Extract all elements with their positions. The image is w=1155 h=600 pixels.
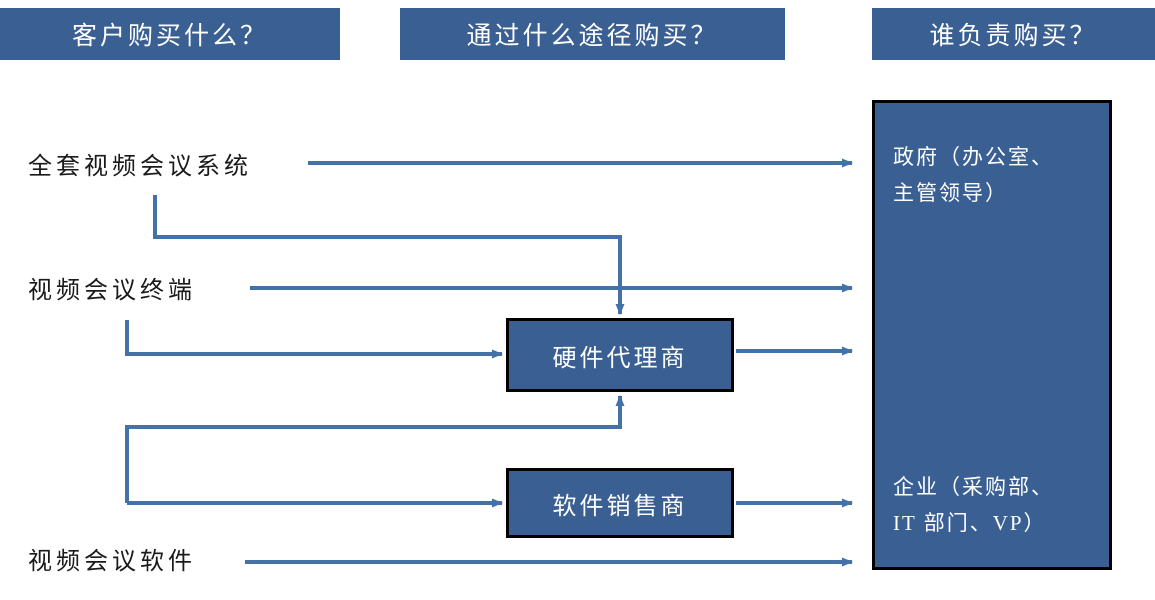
connector-full-system-to-hardware [153, 195, 625, 315]
product-label-software: 视频会议软件 [28, 549, 196, 575]
buyer-enterprise-line2: IT 部门、VP） [893, 511, 1047, 535]
channel-box-software-reseller: 软件销售商 [506, 468, 734, 538]
column-header-who-buys: 谁负责购买？ [872, 8, 1155, 60]
buyer-government-line2: 主管领导） [893, 181, 1008, 205]
column-header-purchase-channel: 通过什么途径购买？ [400, 8, 785, 60]
buyer-group-government: 政府（办公室、 主管领导） [893, 139, 1108, 211]
buyer-government-line1: 政府（办公室、 [893, 145, 1054, 169]
connector-terminal-to-hardware [125, 320, 503, 359]
buyer-group-enterprise: 企业（采购部、 IT 部门、VP） [893, 469, 1108, 541]
channel-box-hardware-agent: 硬件代理商 [506, 318, 734, 392]
buyer-enterprise-line1: 企业（采购部、 [893, 475, 1054, 499]
column-header-what-customers-buy: 客户购买什么？ [0, 8, 340, 60]
buyers-panel: 政府（办公室、 主管领导） 企业（采购部、 IT 部门、VP） [872, 100, 1112, 570]
product-label-full-system: 全套视频会议系统 [28, 154, 252, 180]
product-label-terminal: 视频会议终端 [28, 278, 196, 304]
